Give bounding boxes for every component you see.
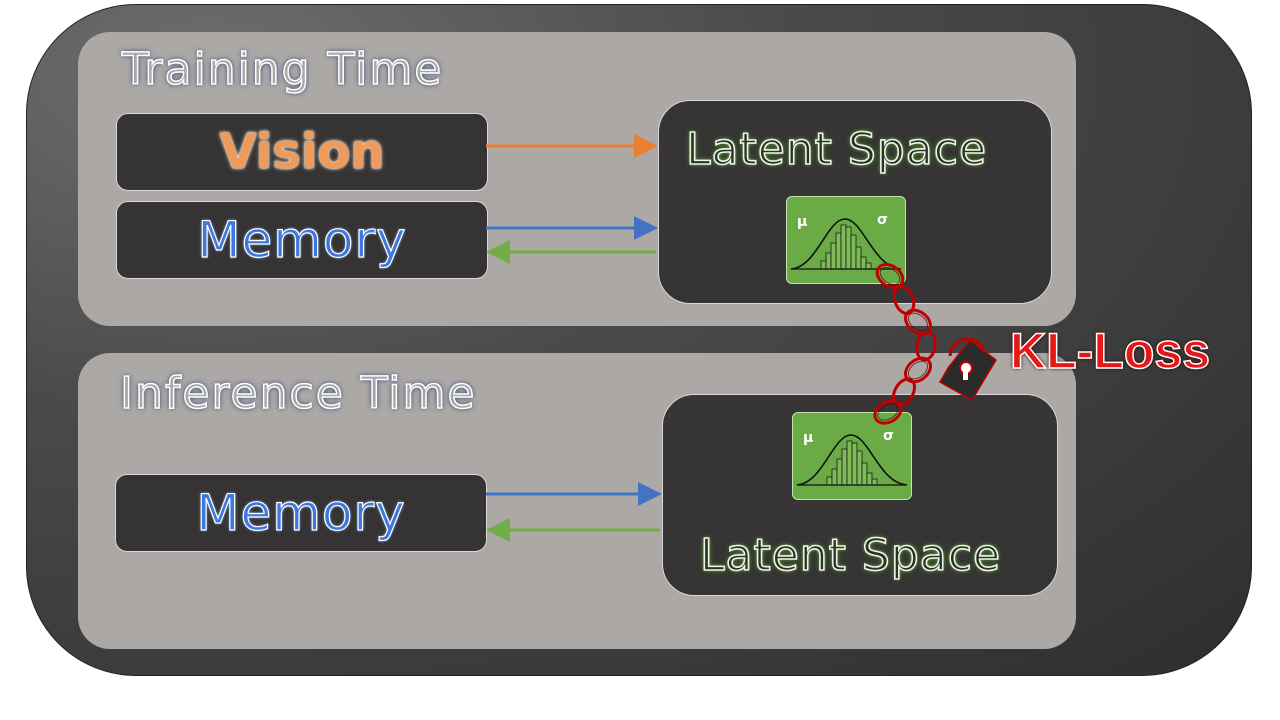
inference-memory-label: Memory [196, 483, 406, 542]
sigma-symbol: σ [883, 428, 894, 444]
lock-icon [938, 337, 997, 402]
mu-symbol: μ [803, 430, 814, 446]
training-memory-label: Memory [197, 210, 407, 269]
vision-box: Vision [116, 113, 488, 191]
sigma-symbol: σ [877, 212, 888, 228]
chain-icon [873, 263, 937, 425]
training-distribution-icon: μ σ [786, 196, 906, 284]
vision-label: Vision [219, 124, 385, 180]
training-latent-space-label: Latent Space [685, 123, 988, 176]
inference-time-title: Inference Time [119, 367, 477, 420]
inference-latent-space-label: Latent Space [699, 529, 1002, 582]
kl-loss-label: KL-Loss [1009, 322, 1211, 380]
mu-symbol: μ [797, 214, 808, 230]
inference-memory-box: Memory [115, 474, 487, 552]
inference-distribution-icon: μ σ [792, 412, 912, 500]
training-time-title: Training Time [121, 43, 444, 96]
training-memory-box: Memory [116, 201, 488, 279]
